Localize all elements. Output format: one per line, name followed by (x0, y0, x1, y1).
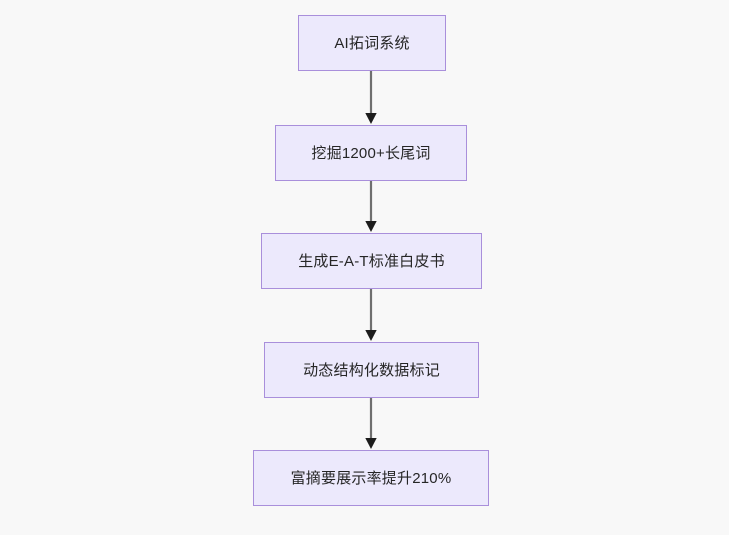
arrowhead-icon (365, 221, 377, 232)
node-label: 动态结构化数据标记 (303, 361, 440, 379)
node-label: 挖掘1200+长尾词 (311, 144, 431, 162)
flowchart-node-rich-snippet-result[interactable]: 富摘要展示率提升210% (253, 450, 489, 506)
connector-arrow-n3-n4 (362, 289, 380, 342)
arrowhead-icon (365, 113, 377, 124)
connector-arrow-n1-n2 (362, 71, 380, 125)
flowchart-node-eat-whitepaper[interactable]: 生成E-A-T标准白皮书 (261, 233, 482, 289)
flowchart-node-structured-data-markup[interactable]: 动态结构化数据标记 (264, 342, 479, 398)
arrowhead-icon (365, 330, 377, 341)
arrowhead-icon (365, 438, 377, 449)
node-label: 富摘要展示率提升210% (290, 469, 452, 487)
node-label: AI拓词系统 (334, 34, 410, 52)
node-label: 生成E-A-T标准白皮书 (298, 252, 445, 270)
connector-arrow-n2-n3 (362, 181, 380, 233)
flowchart-node-longtail-keywords[interactable]: 挖掘1200+长尾词 (275, 125, 467, 181)
connector-arrow-n4-n5 (362, 398, 380, 450)
flowchart-node-ai-keyword-system[interactable]: AI拓词系统 (298, 15, 446, 71)
